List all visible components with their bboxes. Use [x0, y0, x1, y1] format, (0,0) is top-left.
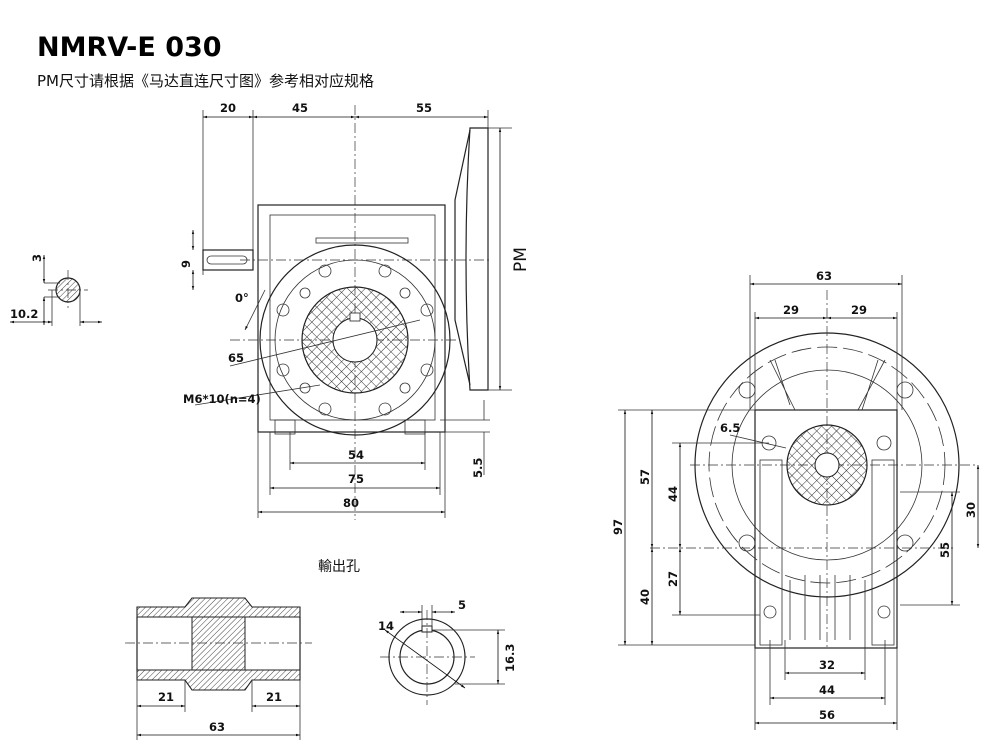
- pm-label: PM: [511, 247, 531, 272]
- key-height-label: 10.2: [10, 307, 38, 321]
- dim-63-side: 63: [816, 269, 832, 283]
- output-hole-caption: 輸出孔: [318, 559, 360, 575]
- front-view: 20 45 55 PM 9: [179, 101, 531, 520]
- dim-56: 56: [819, 708, 835, 722]
- dim-97: 97: [611, 519, 625, 535]
- dim-32: 32: [819, 658, 835, 672]
- bolt-spec-label: M6*10(n=4): [183, 392, 261, 406]
- dim-bore-diameter: 14: [378, 619, 394, 633]
- page-subtitle: PM尺寸请根据《马达直连尺寸图》参考相对应规格: [37, 72, 374, 90]
- dim-29-right: 29: [851, 303, 867, 317]
- key-section-view: 3 10.2: [10, 254, 102, 326]
- dim-44-horizontal: 44: [819, 683, 835, 697]
- bolt-holes: [276, 264, 434, 416]
- dim-21-left: 21: [158, 690, 174, 704]
- dim-29-left: 29: [783, 303, 799, 317]
- dim-54: 54: [348, 448, 364, 462]
- dim-16-3: 16.3: [503, 644, 517, 672]
- angle-label: 0°: [235, 291, 249, 305]
- dim-63-shaft: 63: [209, 720, 225, 734]
- dim-27: 27: [666, 571, 680, 587]
- page-title: NMRV-E 030: [37, 32, 222, 63]
- dim-55-side: 55: [938, 542, 952, 558]
- dim-9: 9: [179, 260, 193, 268]
- hollow-shaft-section: 21 21 63: [125, 597, 312, 740]
- dim-80: 80: [343, 496, 359, 510]
- dim-55: 55: [416, 101, 432, 115]
- dim-40: 40: [638, 589, 652, 605]
- dim-5-5: 5.5: [471, 458, 485, 478]
- side-view: 63 29 29 6.5 97 57 40 44 27 30 55 32: [611, 269, 980, 730]
- bore-end-view: 5 14 16.3: [378, 598, 517, 705]
- dim-57: 57: [638, 469, 652, 485]
- dim-44-vertical: 44: [666, 486, 680, 502]
- dim-6-5: 6.5: [720, 421, 740, 435]
- dim-key-width: 5: [458, 598, 466, 612]
- dim-21-right: 21: [266, 690, 282, 704]
- dim-75: 75: [348, 472, 364, 486]
- dim-20: 20: [220, 101, 236, 115]
- dim-45: 45: [292, 101, 308, 115]
- dim-30: 30: [964, 502, 978, 518]
- key-depth-label: 3: [30, 254, 44, 262]
- dim-65: 65: [228, 351, 244, 365]
